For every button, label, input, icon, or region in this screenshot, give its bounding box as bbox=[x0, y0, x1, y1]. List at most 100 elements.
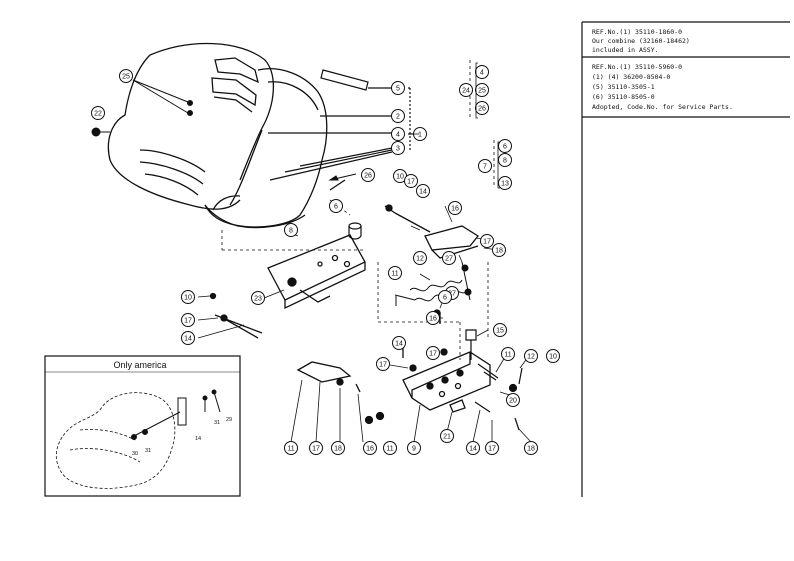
callout-5: 5 bbox=[391, 81, 405, 95]
callout-circle bbox=[475, 65, 489, 79]
lower-right-hardware bbox=[474, 363, 523, 431]
inset-label-14: 14 bbox=[195, 436, 201, 442]
callout-24: 24 bbox=[459, 83, 473, 97]
callout-17: 17 bbox=[404, 174, 418, 188]
callout-8: 8 bbox=[284, 223, 298, 237]
callout-circle bbox=[426, 311, 440, 325]
callout-17: 17 bbox=[376, 357, 390, 371]
inset-label-31b: 31 bbox=[145, 448, 151, 454]
callout-circle bbox=[498, 153, 512, 167]
callout-circle bbox=[498, 176, 512, 190]
ref-block-1-line3: included in ASSY. bbox=[592, 46, 659, 54]
callout-18: 18 bbox=[492, 243, 506, 257]
callout-number: 25 bbox=[478, 88, 486, 95]
callout-9: 9 bbox=[407, 441, 421, 455]
callout-circle bbox=[329, 199, 343, 213]
callout-4: 4 bbox=[391, 127, 405, 141]
callout-14: 14 bbox=[466, 441, 480, 455]
lower-dashed-frame bbox=[377, 262, 489, 360]
callout-circle bbox=[407, 441, 421, 455]
callout-number: 17 bbox=[483, 239, 491, 246]
seat-cushion bbox=[107, 42, 346, 229]
callout-circle bbox=[284, 223, 298, 237]
callout-circle bbox=[475, 83, 489, 97]
callout-circle bbox=[442, 251, 456, 265]
callout-circle bbox=[466, 441, 480, 455]
callout-16: 16 bbox=[448, 201, 462, 215]
callout-14: 14 bbox=[181, 331, 195, 345]
callout-circle bbox=[284, 441, 298, 455]
callout-number: 8 bbox=[289, 228, 293, 235]
callout-25: 25 bbox=[475, 83, 489, 97]
callout-number: 13 bbox=[501, 181, 509, 188]
callout-number: 17 bbox=[379, 362, 387, 369]
callout-number: 3 bbox=[396, 146, 400, 153]
callout-number: 14 bbox=[419, 189, 427, 196]
callout-11: 11 bbox=[284, 441, 298, 455]
callout-number: 22 bbox=[94, 111, 102, 118]
callout-16: 16 bbox=[363, 441, 377, 455]
callout-15: 15 bbox=[493, 323, 507, 337]
bolt-15 bbox=[465, 329, 477, 360]
callout-14: 14 bbox=[416, 184, 430, 198]
callout-circle bbox=[493, 323, 507, 337]
callout-16: 16 bbox=[426, 311, 440, 325]
callout-circle bbox=[391, 127, 405, 141]
ref-block-1-line2: Our combine (32160-18462) bbox=[592, 37, 690, 45]
callout-11: 11 bbox=[501, 347, 515, 361]
callout-22: 22 bbox=[91, 106, 105, 120]
callout-circle bbox=[331, 441, 345, 455]
callout-17: 17 bbox=[480, 234, 494, 248]
callout-number: 10 bbox=[184, 295, 192, 302]
callout-circle bbox=[485, 441, 499, 455]
callout-number: 23 bbox=[254, 296, 262, 303]
callout-number: 6 bbox=[503, 144, 507, 151]
callout-17: 17 bbox=[426, 346, 440, 360]
callout-number: 11 bbox=[391, 271, 398, 278]
callout-number: 11 bbox=[386, 446, 393, 453]
callout-number: 8 bbox=[503, 158, 507, 165]
callout-10: 10 bbox=[181, 290, 195, 304]
callout-circle bbox=[181, 331, 195, 345]
callout-number: 18 bbox=[495, 248, 503, 255]
callout-27: 27 bbox=[442, 251, 456, 265]
inset-title: Only america bbox=[113, 360, 166, 370]
callout-25: 25 bbox=[119, 69, 133, 83]
callout-circle bbox=[475, 101, 489, 115]
callout-circle bbox=[363, 441, 377, 455]
callout-25-arrows bbox=[132, 79, 193, 116]
callout-number: 16 bbox=[366, 446, 374, 453]
callout-circle bbox=[391, 109, 405, 123]
callout-26: 26 bbox=[475, 101, 489, 115]
callout-number: 16 bbox=[451, 206, 459, 213]
callout-circle bbox=[309, 441, 323, 455]
callout-number: 9 bbox=[412, 446, 416, 453]
callout-circle bbox=[404, 174, 418, 188]
callout-number: 20 bbox=[509, 398, 517, 405]
callout-circle bbox=[546, 349, 560, 363]
lower-slide-rail bbox=[209, 292, 448, 425]
callout-2: 2 bbox=[391, 109, 405, 123]
callout-circle bbox=[448, 201, 462, 215]
callout-3: 3 bbox=[391, 141, 405, 155]
ref-block-2-line5: Adopted, Code.No. for Service Parts. bbox=[592, 103, 733, 111]
callout-number: 2 bbox=[396, 114, 400, 121]
callout-circle bbox=[388, 266, 402, 280]
callout-circle bbox=[376, 357, 390, 371]
callout-number: 17 bbox=[488, 446, 496, 453]
upper-slide-rail bbox=[384, 204, 479, 259]
ref-block-2-line1: REF.No.(1) 35110-5960-0 bbox=[592, 63, 682, 71]
callout-number: 14 bbox=[469, 446, 477, 453]
lower-base-bracket bbox=[402, 351, 491, 413]
callout-23: 23 bbox=[251, 291, 265, 305]
reference-panel bbox=[581, 21, 790, 497]
callout-6: 6 bbox=[438, 290, 452, 304]
callout-number: 10 bbox=[396, 174, 404, 181]
callout-number: 12 bbox=[527, 354, 535, 361]
callout-number: 26 bbox=[364, 173, 372, 180]
callout-circle bbox=[506, 393, 520, 407]
callout-14: 14 bbox=[392, 336, 406, 350]
